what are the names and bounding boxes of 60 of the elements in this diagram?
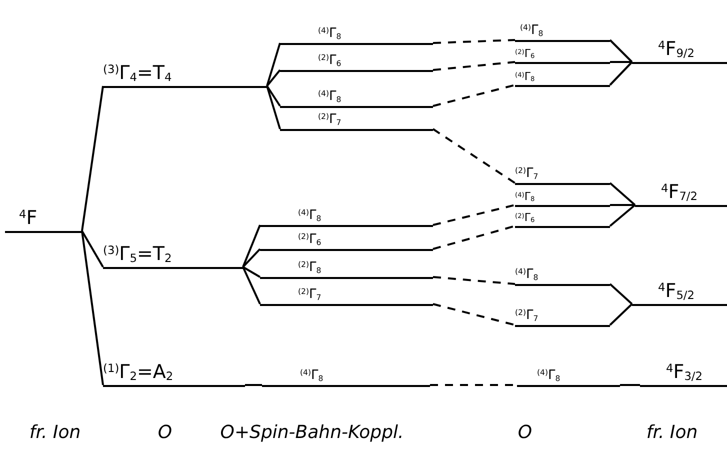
level-label: $^{4}$F$_{7/2}$ (661, 183, 698, 202)
energy-level (260, 232, 433, 251)
level-label: $^{4}$F$_{5/2}$ (658, 282, 695, 301)
energy-level (517, 368, 620, 387)
level-label: $^{4}$F (19, 209, 38, 228)
connector-line (610, 61, 632, 63)
level-label: $^{(1)}$Γ$_{2}$=A$_{2}$ (103, 363, 174, 382)
energy-level (280, 53, 433, 72)
connector-line (81, 86, 104, 232)
dashed-correlation-line (432, 204, 516, 226)
connector-line (266, 69, 281, 87)
level-label: $^{4}$F$_{9/2}$ (658, 40, 695, 59)
connector-line (81, 230, 104, 268)
dashed-correlation-line (432, 61, 516, 71)
connector-line (609, 204, 636, 227)
column-label: O (158, 422, 172, 443)
connector-line (266, 42, 281, 86)
column-label: O (518, 422, 532, 443)
level-label: $^{(4)}$Γ$_{8}$ (515, 71, 535, 82)
level-label: $^{(2)}$Γ$_{6}$ (515, 212, 535, 223)
level-label: $^{(4)}$Γ$_{8}$ (515, 191, 535, 202)
dashed-correlation-line (432, 84, 516, 107)
energy-level (260, 287, 433, 306)
column-label: fr. Ion (646, 422, 698, 443)
connector-line (610, 204, 635, 206)
energy-level (515, 267, 610, 286)
energy-level (280, 26, 433, 45)
energy-level (515, 308, 610, 327)
connector-line (81, 230, 104, 386)
connector-line (609, 283, 633, 305)
level-label: $^{(2)}$Γ$_{6}$ (515, 48, 535, 59)
level-label: $^{(3)}$Γ$_{4}$=T$_{4}$ (103, 64, 172, 83)
connector-line (609, 182, 636, 206)
column-label: O+Spin-Bahn-Koppl. (220, 422, 404, 443)
connector-line (620, 384, 640, 386)
connector-line (266, 85, 281, 107)
energy-level (515, 23, 610, 42)
connector-line (266, 86, 281, 130)
dashed-correlation-line (432, 39, 516, 44)
connector-line (609, 61, 633, 86)
connector-line (242, 248, 261, 268)
energy-level (260, 260, 433, 279)
connector-line (609, 39, 633, 63)
connector-line (242, 266, 261, 304)
connector-line (242, 224, 261, 268)
connector-line (245, 384, 262, 386)
energy-level (280, 89, 433, 108)
level-label: $^{4}$F$_{3/2}$ (666, 363, 703, 382)
connector-line (242, 266, 260, 278)
energy-level (260, 208, 433, 227)
energy-level (262, 368, 430, 387)
energy-level (515, 166, 610, 185)
dashed-correlation-line (432, 276, 516, 285)
dashed-correlation-line (432, 128, 516, 184)
energy-level (280, 112, 433, 131)
dashed-correlation-line (432, 225, 516, 250)
column-label: fr. Ion (29, 422, 81, 443)
connector-line (609, 303, 633, 326)
level-label: $^{(3)}$Γ$_{5}$=T$_{2}$ (103, 245, 172, 264)
dashed-correlation-line (432, 303, 516, 326)
